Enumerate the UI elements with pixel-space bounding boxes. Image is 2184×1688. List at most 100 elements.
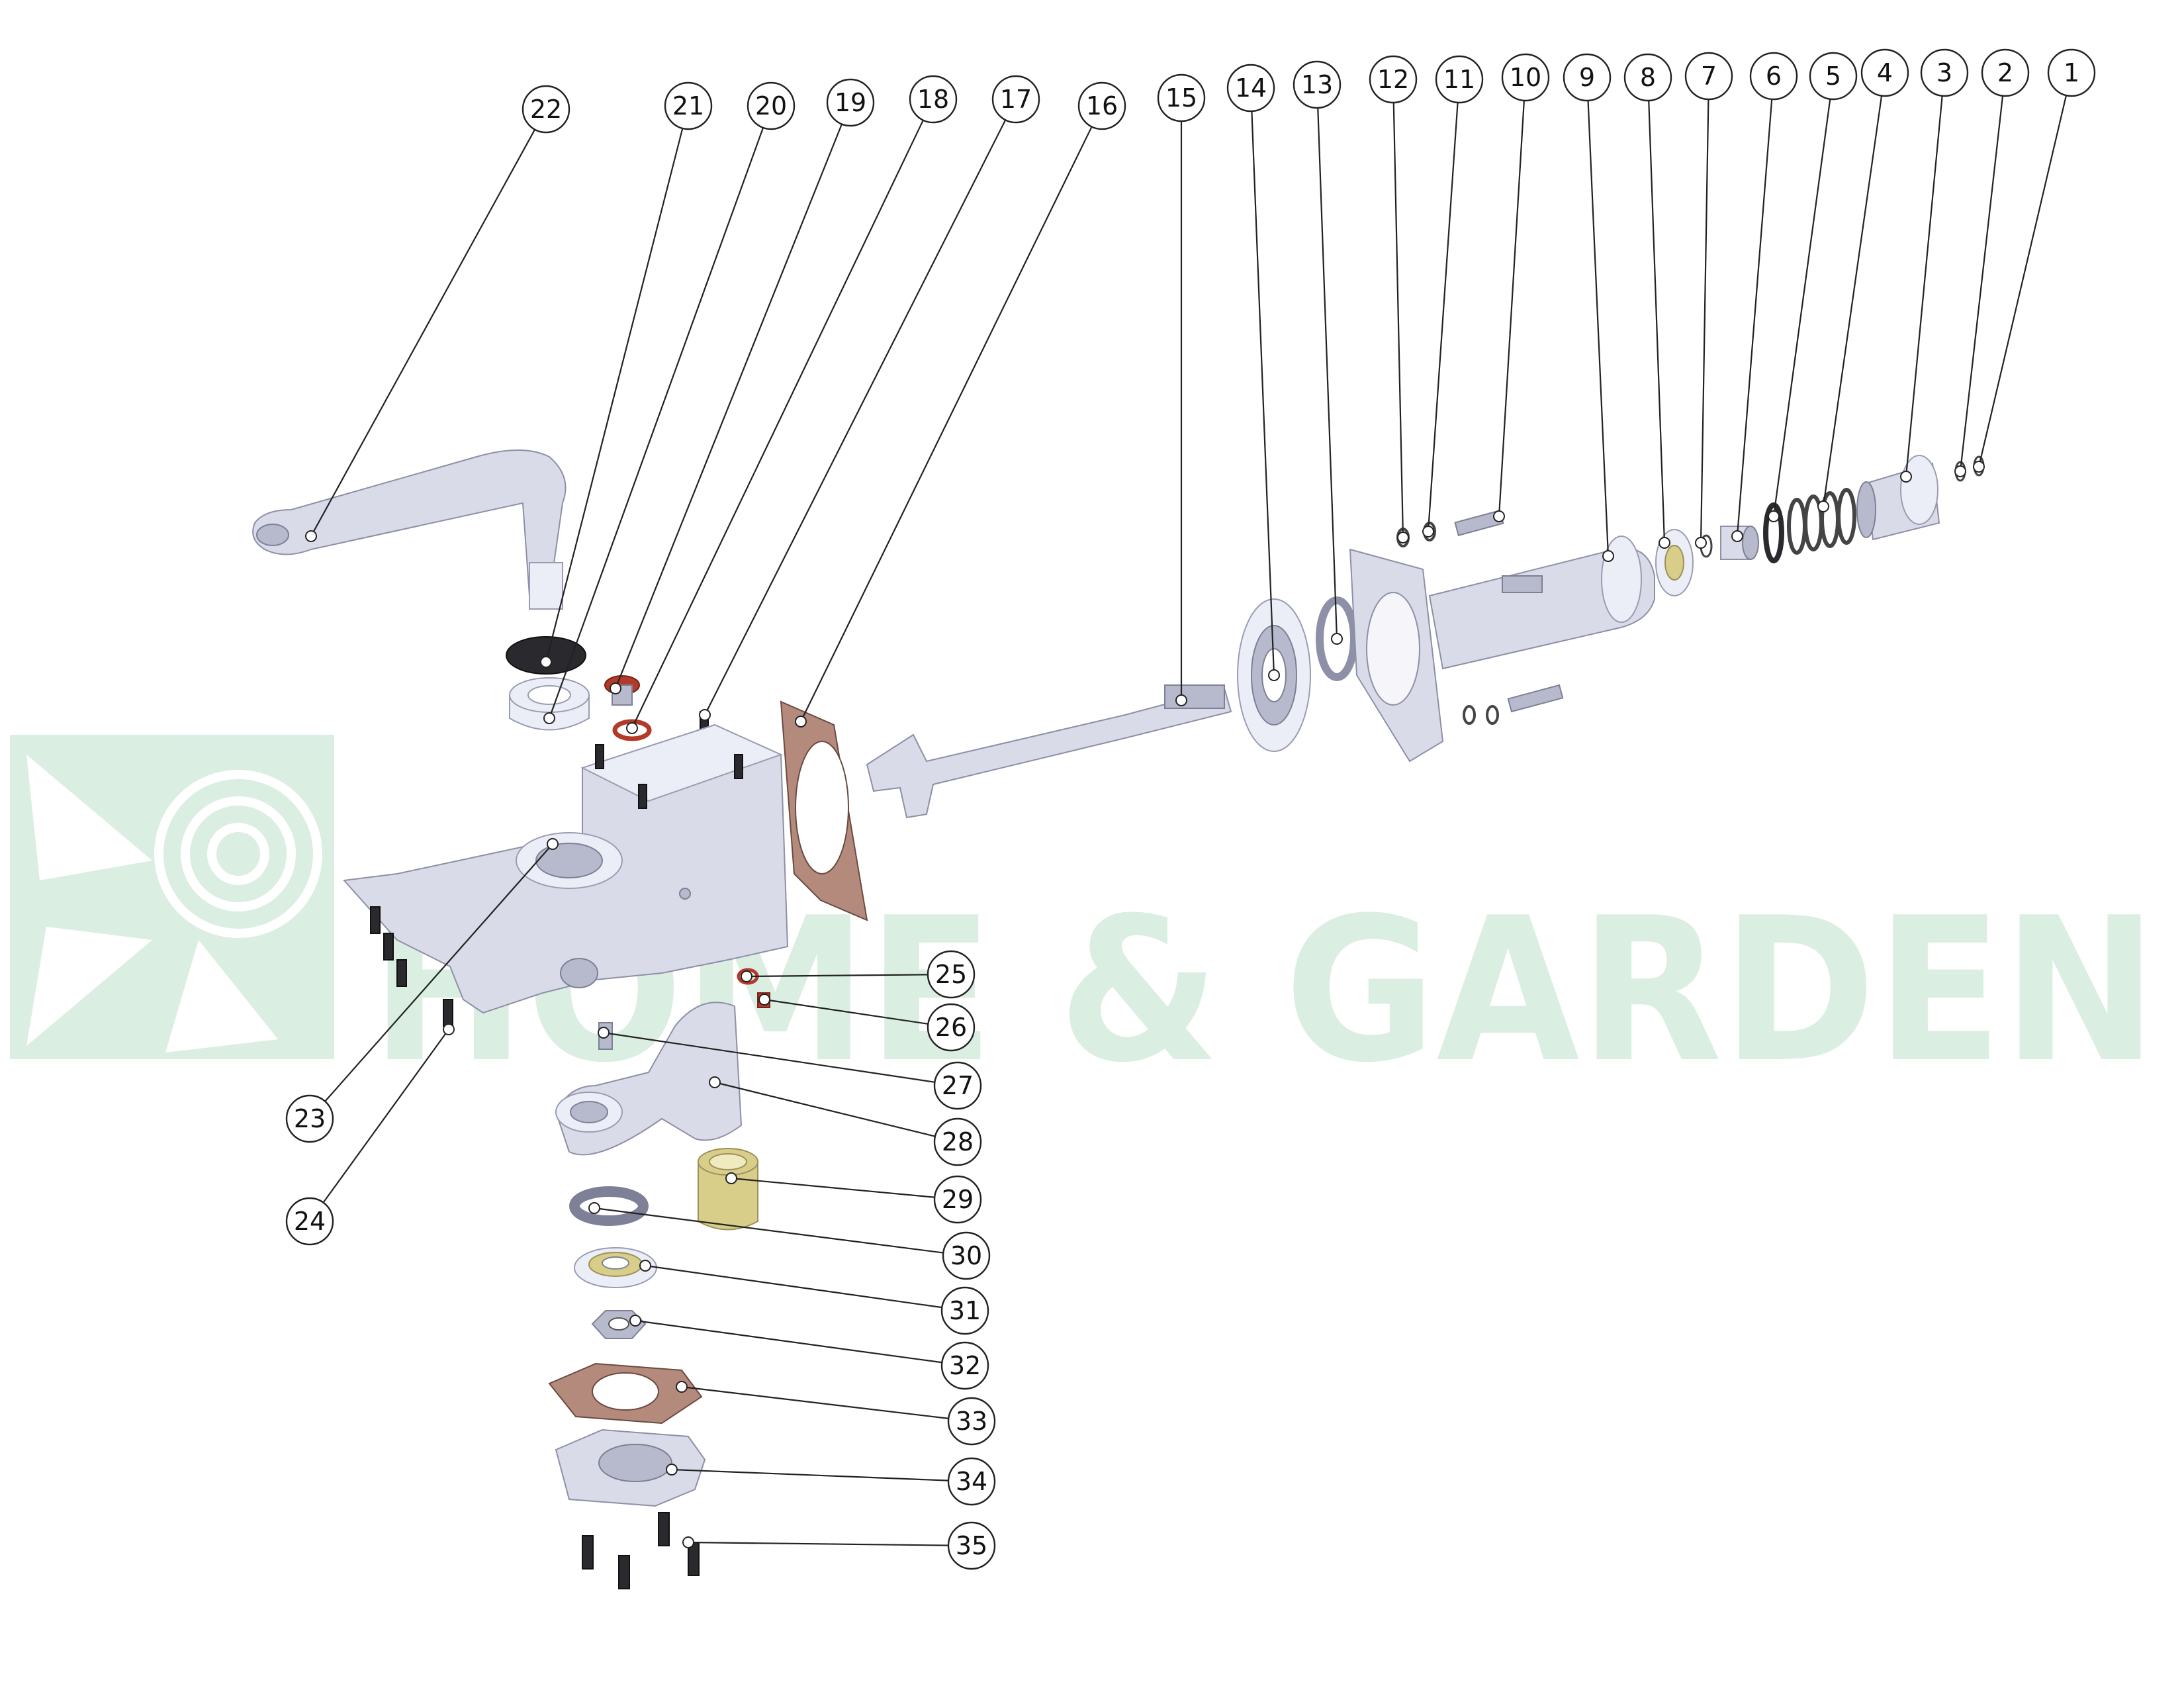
callout-11: 11 <box>1422 55 1484 538</box>
callout-5: 5 <box>1768 52 1858 522</box>
leader-anchor-28 <box>709 1076 721 1088</box>
leader-anchor-8 <box>1659 537 1670 549</box>
leader-anchor-10 <box>1493 510 1505 522</box>
callout-number-30: 30 <box>950 1241 982 1270</box>
watermark-logo-leaves <box>26 755 278 1053</box>
callout-number-20: 20 <box>755 91 787 120</box>
leader-anchor-33 <box>676 1381 688 1393</box>
callout-3: 3 <box>1900 48 1969 483</box>
callout-bubble-19 <box>826 78 875 127</box>
leader-anchor-15 <box>1175 694 1187 706</box>
callout-bubble-30 <box>942 1231 991 1280</box>
callout-bubble-26 <box>927 1003 976 1052</box>
callout-30: 30 <box>588 1202 991 1280</box>
callout-bubble-6 <box>1749 52 1798 101</box>
leader-line-5 <box>1772 99 1831 517</box>
callout-number-6: 6 <box>1766 62 1782 91</box>
leader-line-26 <box>764 998 929 1025</box>
leader-anchor-6 <box>1731 530 1743 542</box>
callout-bubble-22 <box>522 85 570 134</box>
leader-anchor-27 <box>598 1027 610 1039</box>
part-33-gasket <box>548 1362 703 1425</box>
callout-number-11: 11 <box>1443 65 1475 94</box>
callout-bubble-2 <box>1981 48 2030 97</box>
callout-bubble-27 <box>933 1061 982 1110</box>
callout-35: 35 <box>682 1521 996 1570</box>
callouts: 1234567891011121314151617181920212223242… <box>285 48 2096 1570</box>
callout-bubble-20 <box>747 81 796 130</box>
part-16-gasket <box>780 700 868 921</box>
leader-anchor-4 <box>1817 500 1829 512</box>
leader-line-30 <box>594 1207 944 1254</box>
part-35-screws <box>582 1512 700 1589</box>
callout-number-31: 31 <box>949 1296 981 1325</box>
part-22-crank-lever <box>252 449 567 610</box>
callout-bubble-11 <box>1435 55 1484 104</box>
callout-27: 27 <box>598 1027 982 1110</box>
callout-4: 4 <box>1817 48 1909 512</box>
leader-anchor-31 <box>639 1260 651 1272</box>
part-18-red-washer <box>612 719 652 741</box>
part-29-brass-bushing <box>698 1148 758 1231</box>
leader-line-9 <box>1587 100 1610 557</box>
leader-anchor-29 <box>725 1172 737 1184</box>
callout-number-33: 33 <box>956 1407 987 1436</box>
leader-anchor-5 <box>1768 510 1780 522</box>
callout-18: 18 <box>626 75 958 734</box>
callout-bubble-31 <box>940 1286 989 1335</box>
callout-bubble-28 <box>933 1117 982 1166</box>
callout-2: 2 <box>1954 48 2030 477</box>
callout-bubble-34 <box>947 1457 996 1506</box>
callout-number-16: 16 <box>1086 91 1118 120</box>
callout-number-21: 21 <box>672 91 704 120</box>
leader-anchor-17 <box>699 709 711 721</box>
callout-number-35: 35 <box>956 1531 987 1560</box>
callout-8: 8 <box>1623 53 1672 549</box>
callout-bubble-35 <box>947 1521 996 1570</box>
leader-anchor-2 <box>1954 465 1966 477</box>
callout-17: 17 <box>699 75 1040 721</box>
leader-line-1 <box>1978 95 2068 467</box>
callout-number-2: 2 <box>1997 58 2013 87</box>
callout-34: 34 <box>666 1457 996 1506</box>
callout-10: 10 <box>1493 53 1550 522</box>
callout-26: 26 <box>758 994 976 1052</box>
leader-anchor-16 <box>795 716 807 727</box>
part-30-washer <box>569 1186 649 1226</box>
leader-line-8 <box>1648 100 1666 543</box>
watermark: HOME & GARDEN <box>10 735 2158 1106</box>
callout-bubble-33 <box>947 1397 996 1446</box>
part-21-o-ring <box>506 636 586 675</box>
leader-line-20 <box>548 127 764 719</box>
leader-anchor-32 <box>629 1315 641 1327</box>
callout-bubble-10 <box>1501 53 1550 102</box>
leader-line-23 <box>324 843 553 1102</box>
watermark-logo-spiral <box>154 770 322 938</box>
callout-19: 19 <box>610 78 875 694</box>
callout-bubble-13 <box>1293 60 1342 109</box>
callout-12: 12 <box>1369 55 1418 543</box>
callout-number-34: 34 <box>956 1467 987 1496</box>
callout-bubble-12 <box>1369 55 1418 104</box>
leader-anchor-34 <box>666 1464 678 1476</box>
leader-anchor-18 <box>626 722 638 734</box>
leader-line-3 <box>1905 95 1943 477</box>
callout-number-8: 8 <box>1640 63 1656 92</box>
callout-bubble-29 <box>933 1175 982 1224</box>
callout-number-5: 5 <box>1825 62 1841 91</box>
callout-bubble-5 <box>1809 52 1858 101</box>
callout-number-3: 3 <box>1936 58 1952 87</box>
callout-bubble-3 <box>1920 48 1969 97</box>
part-3-coupling <box>1856 455 1940 541</box>
leader-line-31 <box>645 1264 942 1309</box>
callout-number-1: 1 <box>2064 58 2079 87</box>
part-28-arm <box>555 1002 743 1156</box>
leader-anchor-12 <box>1397 532 1409 543</box>
leader-line-12 <box>1392 102 1404 538</box>
leader-line-10 <box>1498 100 1525 517</box>
leader-line-4 <box>1822 95 1883 507</box>
callout-number-27: 27 <box>942 1071 974 1100</box>
callout-13: 13 <box>1293 60 1343 645</box>
leader-line-32 <box>635 1319 942 1364</box>
